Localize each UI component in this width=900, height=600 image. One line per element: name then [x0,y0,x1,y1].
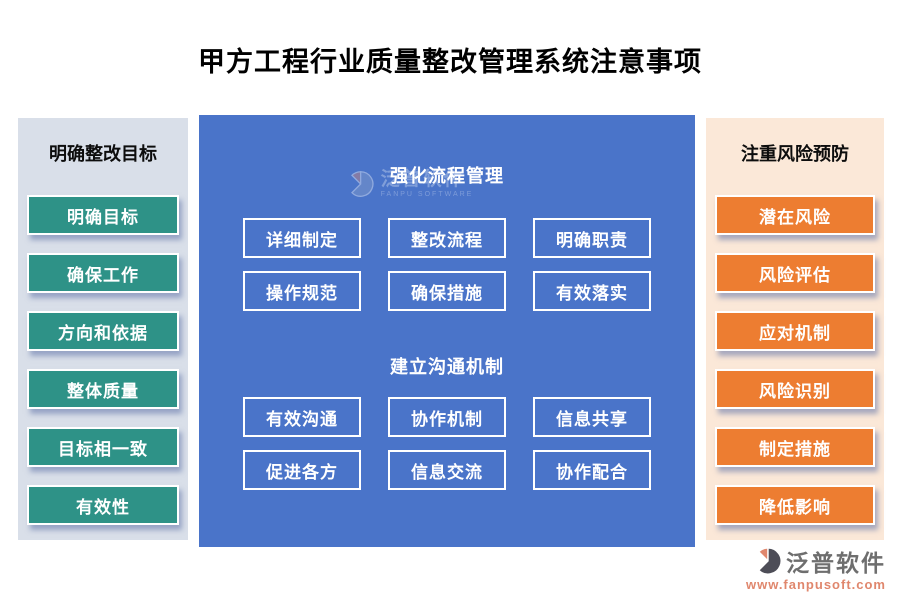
left-panel-items: 明确目标 确保工作 方向和依据 整体质量 目标相一致 有效性 [27,195,179,525]
process-item: 确保措施 [388,271,506,311]
goal-item: 明确目标 [27,195,179,235]
process-items: 详细制定 整改流程 明确职责 操作规范 确保措施 有效落实 [199,218,695,311]
center-panel-process: 泛普软件 FANPU SOFTWARE 强化流程管理 详细制定 整改流程 明确职… [199,115,695,547]
communication-item: 促进各方 [243,450,361,490]
goal-item: 确保工作 [27,253,179,293]
communication-item: 协作机制 [388,397,506,437]
risk-item: 风险评估 [715,253,875,293]
process-item: 操作规范 [243,271,361,311]
goal-item: 有效性 [27,485,179,525]
right-panel-items: 潜在风险 风险评估 应对机制 风险识别 制定措施 降低影响 [715,195,875,525]
fanpu-logo-icon [757,547,782,575]
watermark-name: 泛普软件 [380,169,465,190]
process-item: 整改流程 [388,218,506,258]
risk-item: 潜在风险 [715,195,875,235]
communication-item: 协作配合 [533,450,651,490]
process-item: 有效落实 [533,271,651,311]
left-panel-goals: 明确整改目标 明确目标 确保工作 方向和依据 整体质量 目标相一致 有效性 [18,118,188,540]
section-header-process: 强化流程管理 [390,166,504,186]
left-panel-header: 明确整改目标 [49,144,157,164]
right-panel-risk: 注重风险预防 潜在风险 风险评估 应对机制 风险识别 制定措施 降低影响 [706,118,884,540]
watermark-subtext: FANPU SOFTWARE [380,191,474,198]
goal-item: 方向和依据 [27,311,179,351]
process-item: 详细制定 [243,218,361,258]
risk-item: 降低影响 [715,485,875,525]
page-title: 甲方工程行业质量整改管理系统注意事项 [198,47,702,77]
goal-item: 整体质量 [27,369,179,409]
watermark-logo: 泛普软件 FANPU SOFTWARE [347,170,474,198]
communication-item: 信息共享 [533,397,651,437]
risk-item: 风险识别 [715,369,875,409]
risk-item: 应对机制 [715,311,875,351]
communication-item: 信息交流 [388,450,506,490]
communication-items: 有效沟通 协作机制 信息共享 促进各方 信息交流 协作配合 [199,397,695,490]
communication-item: 有效沟通 [243,397,361,437]
right-panel-header: 注重风险预防 [741,144,849,164]
fanpu-logo-icon [351,171,374,197]
process-item: 明确职责 [533,218,651,258]
brand-footer: 泛普软件 www.fanpusoft.com [746,544,886,592]
brand-url: www.fanpusoft.com [745,577,886,592]
goal-item: 目标相一致 [27,427,179,467]
section-header-communication: 建立沟通机制 [390,357,504,377]
risk-item: 制定措施 [715,427,875,467]
brand-name: 泛普软件 [786,550,886,576]
